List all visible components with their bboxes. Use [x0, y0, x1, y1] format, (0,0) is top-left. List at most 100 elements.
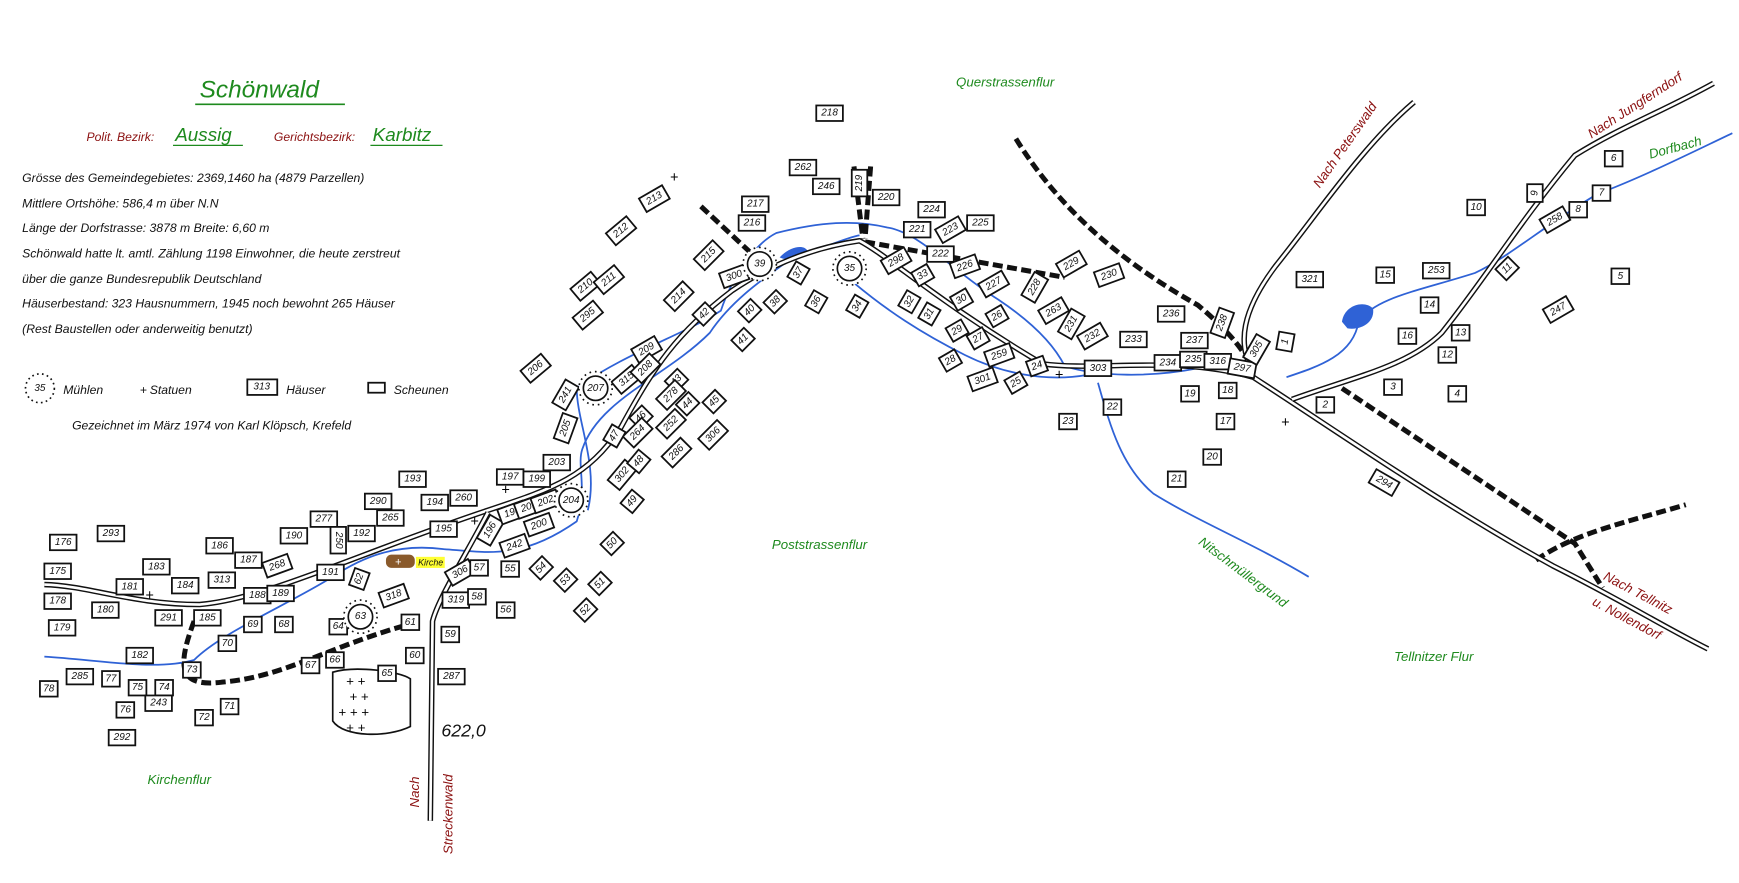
legend-statue-label: Statuen [150, 383, 192, 397]
house-number: 3 [1390, 382, 1396, 393]
house-number: 5 [1618, 271, 1624, 282]
house-253: 253 [1422, 262, 1451, 280]
house-24: 24 [1024, 354, 1050, 378]
house-9: 9 [1526, 183, 1544, 203]
house-number: 216 [743, 218, 761, 229]
house-number: 30 [954, 292, 969, 307]
house-48: 48 [625, 448, 652, 475]
house-306: 306 [443, 557, 477, 587]
house-number: 176 [55, 537, 72, 548]
house-178: 178 [43, 592, 72, 610]
house-number: 250 [333, 531, 344, 549]
house-number: 303 [1090, 363, 1107, 374]
map-header: Schönwald Polit. Bezirk: Aussig Gerichts… [22, 77, 443, 336]
house-205: 205 [552, 411, 579, 445]
field-nitschmuellergrund: Nitschmüllergrund [1196, 534, 1291, 611]
house-36: 36 [803, 288, 829, 315]
statue-icon: + [1281, 415, 1289, 431]
stream-label-dorfbach: Dorfbach [1647, 133, 1703, 161]
house-234: 234 [1153, 354, 1183, 372]
church: + Kirche [385, 554, 445, 569]
house-316: 316 [1203, 352, 1232, 371]
house-number: 233 [1124, 334, 1142, 345]
house-number: 192 [353, 528, 370, 539]
house-69: 69 [243, 615, 263, 634]
house-number: 6 [1611, 153, 1617, 164]
house-277: 277 [309, 510, 339, 528]
house-53: 53 [552, 567, 579, 594]
house-number: 194 [426, 497, 443, 508]
house-number: 61 [405, 617, 416, 628]
legend-barn-icon [367, 381, 386, 394]
house-56: 56 [495, 601, 516, 619]
house-263: 263 [1036, 296, 1071, 326]
house-number: 32 [902, 294, 917, 309]
house-65: 65 [377, 664, 397, 682]
house-number: 297 [1232, 361, 1252, 375]
house-number: 31 [922, 306, 937, 321]
svg-text:+ +: + + [346, 720, 365, 735]
house-78: 78 [39, 680, 59, 698]
house-290: 290 [363, 492, 393, 511]
house-number: 76 [120, 704, 132, 715]
house-189: 189 [266, 584, 295, 603]
house-235: 235 [1179, 350, 1208, 369]
house-number: 28 [942, 353, 958, 369]
mill-number: 204 [562, 495, 580, 506]
statues: ++ ++ ++ [145, 170, 1289, 604]
house-215: 215 [692, 239, 725, 272]
house-41: 41 [730, 326, 757, 353]
house-number: 14 [1424, 300, 1436, 311]
house-20: 20 [1202, 448, 1222, 466]
house-238: 238 [1209, 306, 1236, 340]
house-305: 305 [1241, 332, 1272, 367]
house-number: 260 [454, 493, 472, 504]
house-23: 23 [1058, 412, 1078, 431]
house-number: 2 [1322, 399, 1329, 410]
house-number: 19 [1184, 388, 1196, 399]
house-number: 181 [121, 581, 138, 592]
house-50: 50 [599, 530, 626, 557]
house-70: 70 [217, 634, 238, 652]
house-230: 230 [1092, 262, 1126, 289]
house-226: 226 [948, 253, 982, 280]
house-206: 206 [519, 352, 553, 385]
house-37: 37 [786, 260, 811, 286]
house-18: 18 [1217, 381, 1238, 400]
house-number: 62 [352, 572, 366, 587]
house-number: 66 [329, 654, 341, 665]
house-32: 32 [897, 288, 922, 315]
house-300: 300 [717, 263, 751, 290]
house-number: 70 [222, 638, 234, 649]
info-line: Grösse des Gemeindegebietes: 2369,1460 h… [22, 171, 364, 185]
house-4: 4 [1447, 385, 1468, 403]
svg-text:+ +: + + [349, 689, 368, 704]
house-number: 47 [607, 428, 622, 443]
streams [44, 132, 1733, 666]
house-29: 29 [944, 318, 970, 343]
house-number: 178 [49, 596, 66, 607]
house-number: 64 [333, 621, 345, 632]
house-25: 25 [1003, 370, 1029, 396]
house-number: 236 [1162, 308, 1180, 319]
legend-barn-label: Scheunen [394, 383, 449, 397]
house-number: 7 [1599, 188, 1605, 199]
house-15: 15 [1375, 266, 1395, 284]
house-225: 225 [966, 214, 995, 232]
house-number: 218 [820, 108, 838, 119]
house-number: 235 [1184, 354, 1202, 365]
house-76: 76 [115, 701, 136, 719]
house-211: 211 [592, 263, 626, 296]
svg-text:+ + +: + + + [338, 705, 369, 720]
house-58: 58 [467, 588, 487, 606]
polit-label: Polit. Bezirk: [87, 130, 155, 144]
house-265: 265 [376, 509, 405, 527]
house-66: 66 [325, 651, 345, 669]
house-51: 51 [586, 570, 614, 597]
house-17: 17 [1215, 412, 1236, 431]
house-number: 300 [724, 268, 744, 284]
house-number: 321 [1301, 274, 1318, 285]
house-213: 213 [637, 184, 671, 214]
house-190: 190 [279, 527, 309, 545]
house-2: 2 [1315, 396, 1336, 414]
